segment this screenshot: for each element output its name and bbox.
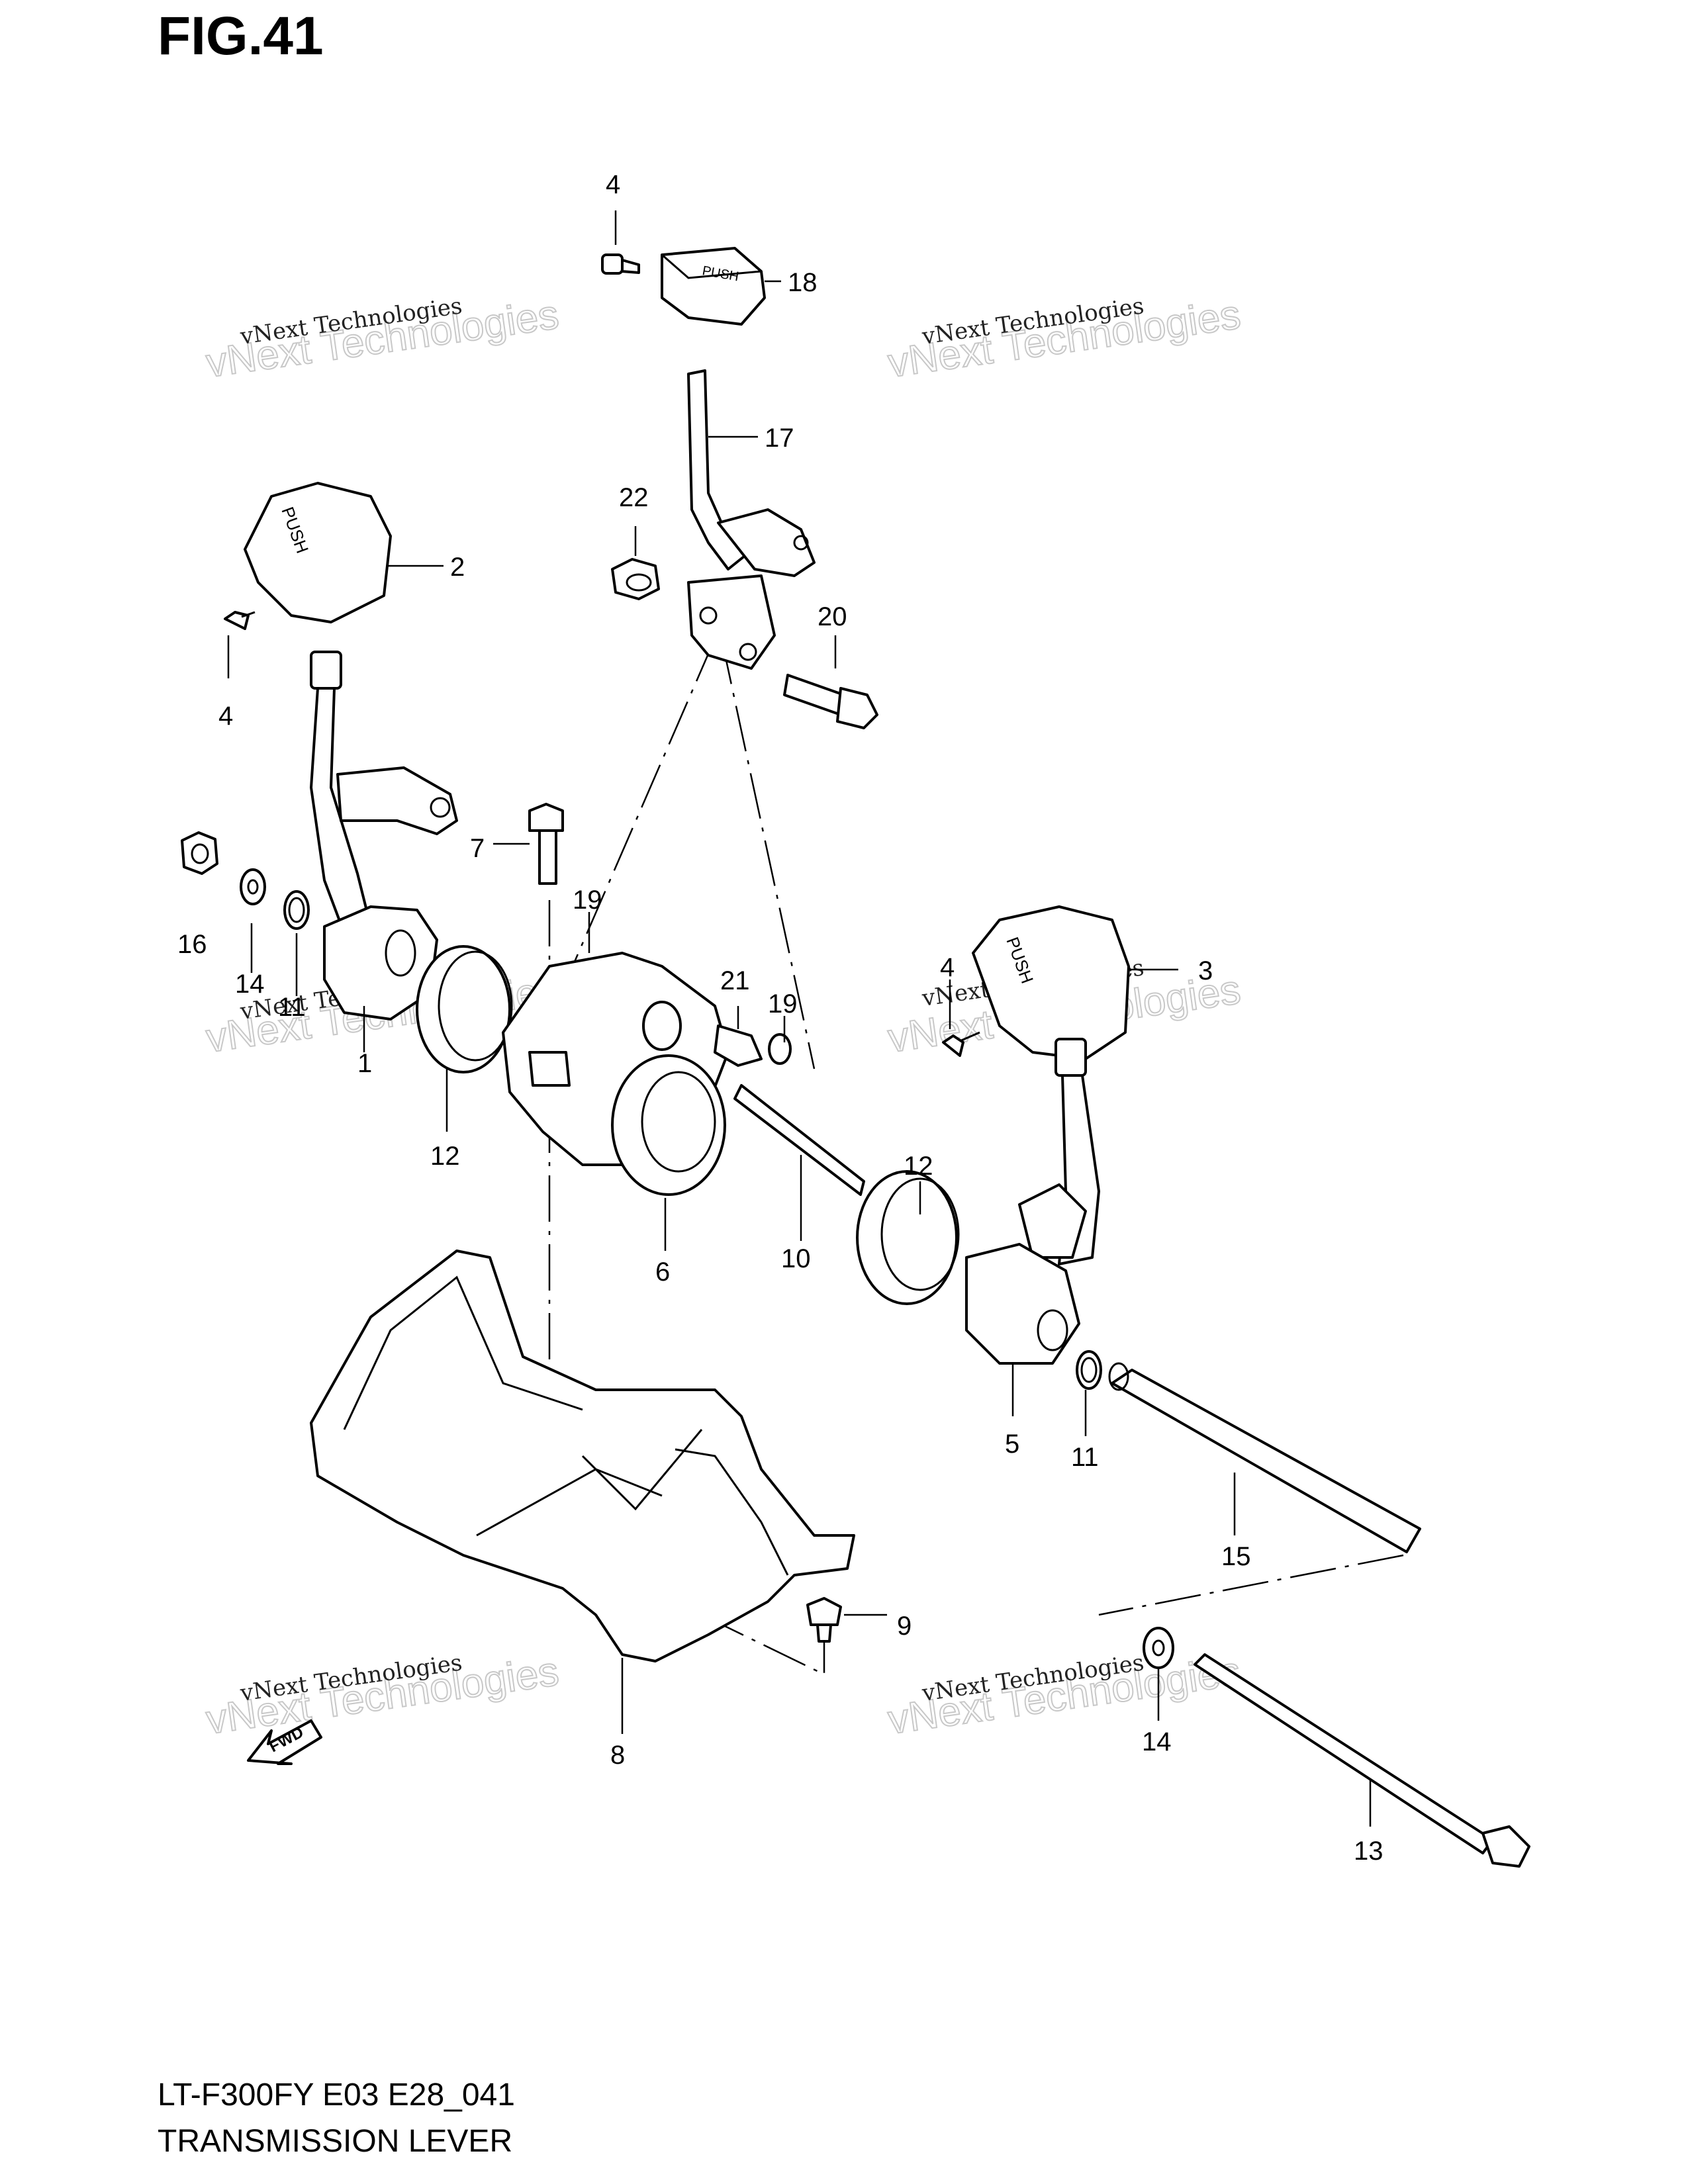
- callout-3: 3: [1198, 956, 1213, 985]
- assembly-line: [720, 638, 816, 1069]
- part-16-nut: [181, 831, 218, 875]
- callout-10: 10: [781, 1244, 811, 1273]
- callout-12-right: 12: [904, 1152, 933, 1181]
- callout-5: 5: [1005, 1430, 1019, 1459]
- part-6-housing: [502, 952, 729, 1196]
- part-20-bolt: [783, 674, 878, 729]
- part-15-long-shaft: [1108, 1362, 1421, 1553]
- part-7-bolt: [528, 803, 564, 885]
- assembly-line: [571, 638, 716, 967]
- watermark-bottom-center: vNext Technologies vNext Technologies: [884, 1648, 1244, 1744]
- callout-16: 16: [177, 930, 207, 959]
- callout-18: 18: [788, 268, 818, 297]
- part-1-lever: [310, 651, 458, 1021]
- watermark-top-center: vNext Technologies vNext Technologies: [884, 291, 1244, 387]
- callout-14-left: 14: [235, 970, 265, 999]
- part-17-lever-rod: [687, 369, 816, 670]
- callout-22: 22: [619, 483, 649, 512]
- figure-title: FIG.41: [158, 6, 324, 66]
- callout-2: 2: [450, 553, 465, 582]
- part-10-shaft: [733, 1084, 865, 1196]
- watermark-top-left: vNext Technologies vNext Technologies: [203, 291, 562, 387]
- part-22-nut: [611, 558, 660, 600]
- callout-4-mid: 4: [940, 953, 955, 982]
- callout-12-left: 12: [430, 1142, 460, 1171]
- diagram-caption: TRANSMISSION LEVER: [158, 2124, 513, 2159]
- part-14-washer-left: [240, 868, 266, 905]
- assembly-line: [1098, 1554, 1404, 1616]
- model-code: LT-F300FY E03 E28_041: [158, 2077, 515, 2113]
- part-4-screw-left: [224, 611, 256, 630]
- callout-8: 8: [610, 1741, 625, 1770]
- callout-17: 17: [765, 424, 794, 453]
- part-11-oring-right: [1076, 1350, 1102, 1390]
- part-13-long-bolt: [1194, 1653, 1530, 1868]
- callout-4: 4: [606, 170, 620, 199]
- assembly-line: [701, 1614, 825, 1676]
- callout-20: 20: [818, 602, 847, 631]
- part-8-bracket: [310, 1250, 855, 1662]
- part-19-oring-right: [768, 1033, 792, 1065]
- callout-4-left: 4: [218, 702, 233, 731]
- callout-13: 13: [1354, 1837, 1383, 1866]
- callout-11-right: 11: [1071, 1443, 1099, 1472]
- part-12-seal-left: [416, 945, 513, 1073]
- part-12-seal-right: [856, 1170, 960, 1305]
- leader-lines: [227, 210, 1372, 1827]
- part-14-washer-right: [1143, 1627, 1174, 1669]
- part-4-screw-top: [601, 253, 640, 275]
- callout-7: 7: [470, 834, 485, 863]
- callout-1: 1: [357, 1049, 372, 1078]
- part-3-knob: PUSH: [972, 905, 1130, 1060]
- part-5-lever: [965, 1038, 1100, 1365]
- callout-21: 21: [720, 966, 750, 995]
- callout-9: 9: [897, 1612, 912, 1641]
- part-4-screw-mid: [942, 1031, 980, 1057]
- callout-6: 6: [655, 1257, 670, 1287]
- callout-15: 15: [1221, 1542, 1251, 1571]
- callout-11-left: 11: [278, 993, 306, 1022]
- part-2-knob: PUSH: [244, 482, 392, 623]
- part-21-collar: [714, 1024, 763, 1067]
- part-11-oring-left: [283, 890, 310, 930]
- callout-14-right: 14: [1142, 1727, 1172, 1756]
- part-9-bolt: [806, 1597, 842, 1643]
- callout-19-right: 19: [768, 989, 798, 1019]
- callout-19-top: 19: [573, 886, 602, 915]
- watermark-bottom-left: vNext Technologies vNext Technologies: [203, 1648, 562, 1744]
- callout-labels: 4 18 17 22 2 20 4 7 19 21 19 3 4 16 14 1…: [177, 170, 1383, 1866]
- part-18-knob: PUSH: [661, 247, 766, 326]
